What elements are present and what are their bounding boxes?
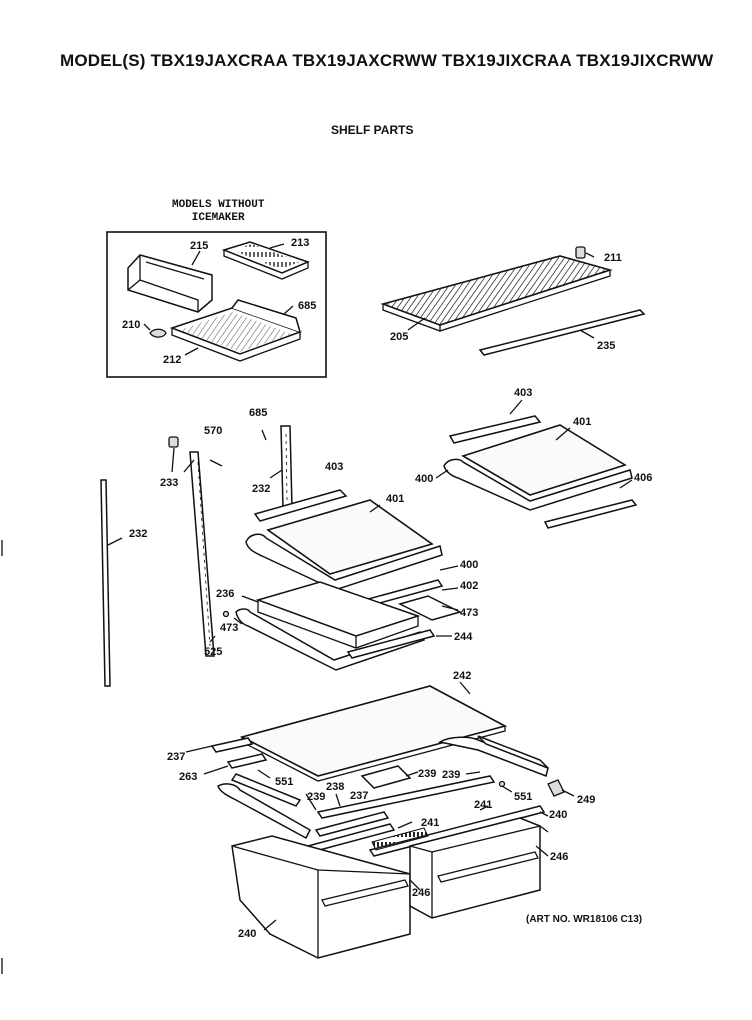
callout-239-center: 239: [418, 768, 436, 780]
inset-caption-line-2: ICEMAKER: [191, 212, 245, 224]
callout-212: 212: [163, 354, 181, 366]
part-685-screw: [261, 429, 267, 441]
callout-401-right: 401: [573, 416, 591, 428]
callout-401: 401: [386, 493, 404, 505]
callout-213: 213: [291, 237, 309, 249]
callout-570: 570: [204, 425, 222, 437]
callout-400-right: 400: [415, 473, 433, 485]
part-212-icemaker-shelf: [169, 299, 303, 362]
callout-237-front: 237: [350, 790, 368, 802]
part-205-wire-shelf: [380, 255, 613, 332]
part-239-center-support: [360, 765, 412, 789]
part-213-ice-tray: [221, 241, 311, 280]
callout-236: 236: [216, 588, 234, 600]
part-232-long-rail: [100, 479, 111, 687]
part-crisper-vent: [371, 827, 429, 851]
part-263-support: [226, 753, 268, 769]
callout-240-right: 240: [549, 809, 567, 821]
part-551-channel: [230, 773, 302, 807]
part-401-glass-shelf: [461, 424, 627, 496]
part-235-trim: [478, 309, 646, 356]
part-210-clip: [149, 328, 167, 338]
part-403-shelf-trim-upper: [448, 415, 542, 444]
part-400-shelf-frame: [443, 458, 633, 511]
callout-473-left: 473: [220, 622, 238, 634]
callout-211: 211: [604, 252, 622, 264]
callout-244: 244: [454, 631, 473, 643]
part-crisper-frame-left: [217, 783, 311, 840]
part-473-screw: [222, 610, 230, 618]
callout-551-right: 551: [514, 791, 532, 803]
callout-205: 205: [390, 331, 408, 343]
part-406-shelf-trim-lower: [543, 499, 638, 529]
callout-237-left: 237: [167, 751, 185, 763]
inset-models-without-icemaker: [106, 231, 327, 378]
callout-403-right: 403: [514, 387, 532, 399]
part-233-rail-standard: [189, 451, 215, 657]
callout-210: 210: [122, 319, 140, 331]
callout-525: 525: [204, 646, 222, 658]
part-238-divider: [314, 811, 390, 837]
section-title: SHELF PARTS: [331, 123, 414, 137]
part-473-rail: [397, 595, 463, 621]
part-237-cover-support-left: [210, 737, 254, 753]
part-401-glass-shelf: [266, 499, 434, 575]
callout-685: 685: [249, 407, 267, 419]
callout-239-right: 239: [442, 769, 460, 781]
page-title: MODEL(S) TBX19JAXCRAA TBX19JAXCRWW TBX19…: [60, 51, 714, 70]
art-number: (ART NO. WR18106 C13): [526, 914, 643, 925]
callout-400: 400: [460, 559, 478, 571]
part-551-screw: [498, 780, 506, 788]
inset-caption: MODELS WITHOUT ICEMAKER: [172, 199, 264, 225]
center-cantilever-shelf: [245, 489, 459, 611]
part-233-bracket: [168, 436, 179, 448]
callout-685-inset: 685: [298, 300, 316, 312]
callout-239-left: 239: [307, 791, 325, 803]
callout-232-upper: 232: [252, 483, 270, 495]
callout-235: 235: [597, 340, 615, 352]
part-400-shelf-frame: [245, 533, 443, 591]
callout-473-right: 473: [460, 607, 478, 619]
part-232-upper-rail: [280, 425, 293, 509]
part-570-screw: [209, 459, 223, 467]
callout-233: 233: [160, 477, 178, 489]
part-237-cover-support-front: [316, 775, 496, 819]
deli-drawer-assembly: [222, 581, 463, 671]
part-240-crisper-drawer-right: [409, 817, 541, 919]
part-239-cover-support-right: [437, 736, 549, 778]
inset-caption-line-1: MODELS WITHOUT: [172, 199, 265, 211]
callout-238: 238: [326, 781, 344, 793]
callout-406: 406: [634, 472, 652, 484]
callout-242: 242: [453, 670, 471, 682]
part-241-trim-right: [368, 805, 546, 857]
callout-240-left: 240: [238, 928, 256, 940]
callout-249: 249: [577, 794, 595, 806]
part-403-shelf-trim-upper: [253, 489, 348, 522]
callout-215: 215: [190, 240, 208, 252]
part-211-stop: [575, 246, 586, 259]
part-249-bracket: [547, 779, 565, 797]
callout-402: 402: [460, 580, 478, 592]
callout-246-left: 246: [412, 887, 430, 899]
callout-241-left: 241: [421, 817, 439, 829]
callout-263: 263: [179, 771, 197, 783]
part-215-ice-bin: [127, 254, 213, 313]
callout-labels: 215 213 685 210 212 211 205 235 403 401 …: [122, 237, 652, 940]
part-240-crisper-drawer-left: [231, 835, 411, 959]
part-244-trim: [346, 629, 436, 659]
callout-246-right: 246: [550, 851, 568, 863]
part-crisper-rail-right: [477, 735, 549, 769]
callout-551-left: 551: [275, 776, 293, 788]
callout-403: 403: [325, 461, 343, 473]
part-242-crisper-cover-glass: [239, 681, 508, 782]
right-cantilever-shelf: [435, 399, 638, 529]
callout-232-long: 232: [129, 528, 147, 540]
callout-241-right: 241: [474, 799, 492, 811]
inset-frame: [106, 231, 327, 378]
part-236-deli-drawer: [255, 581, 421, 637]
